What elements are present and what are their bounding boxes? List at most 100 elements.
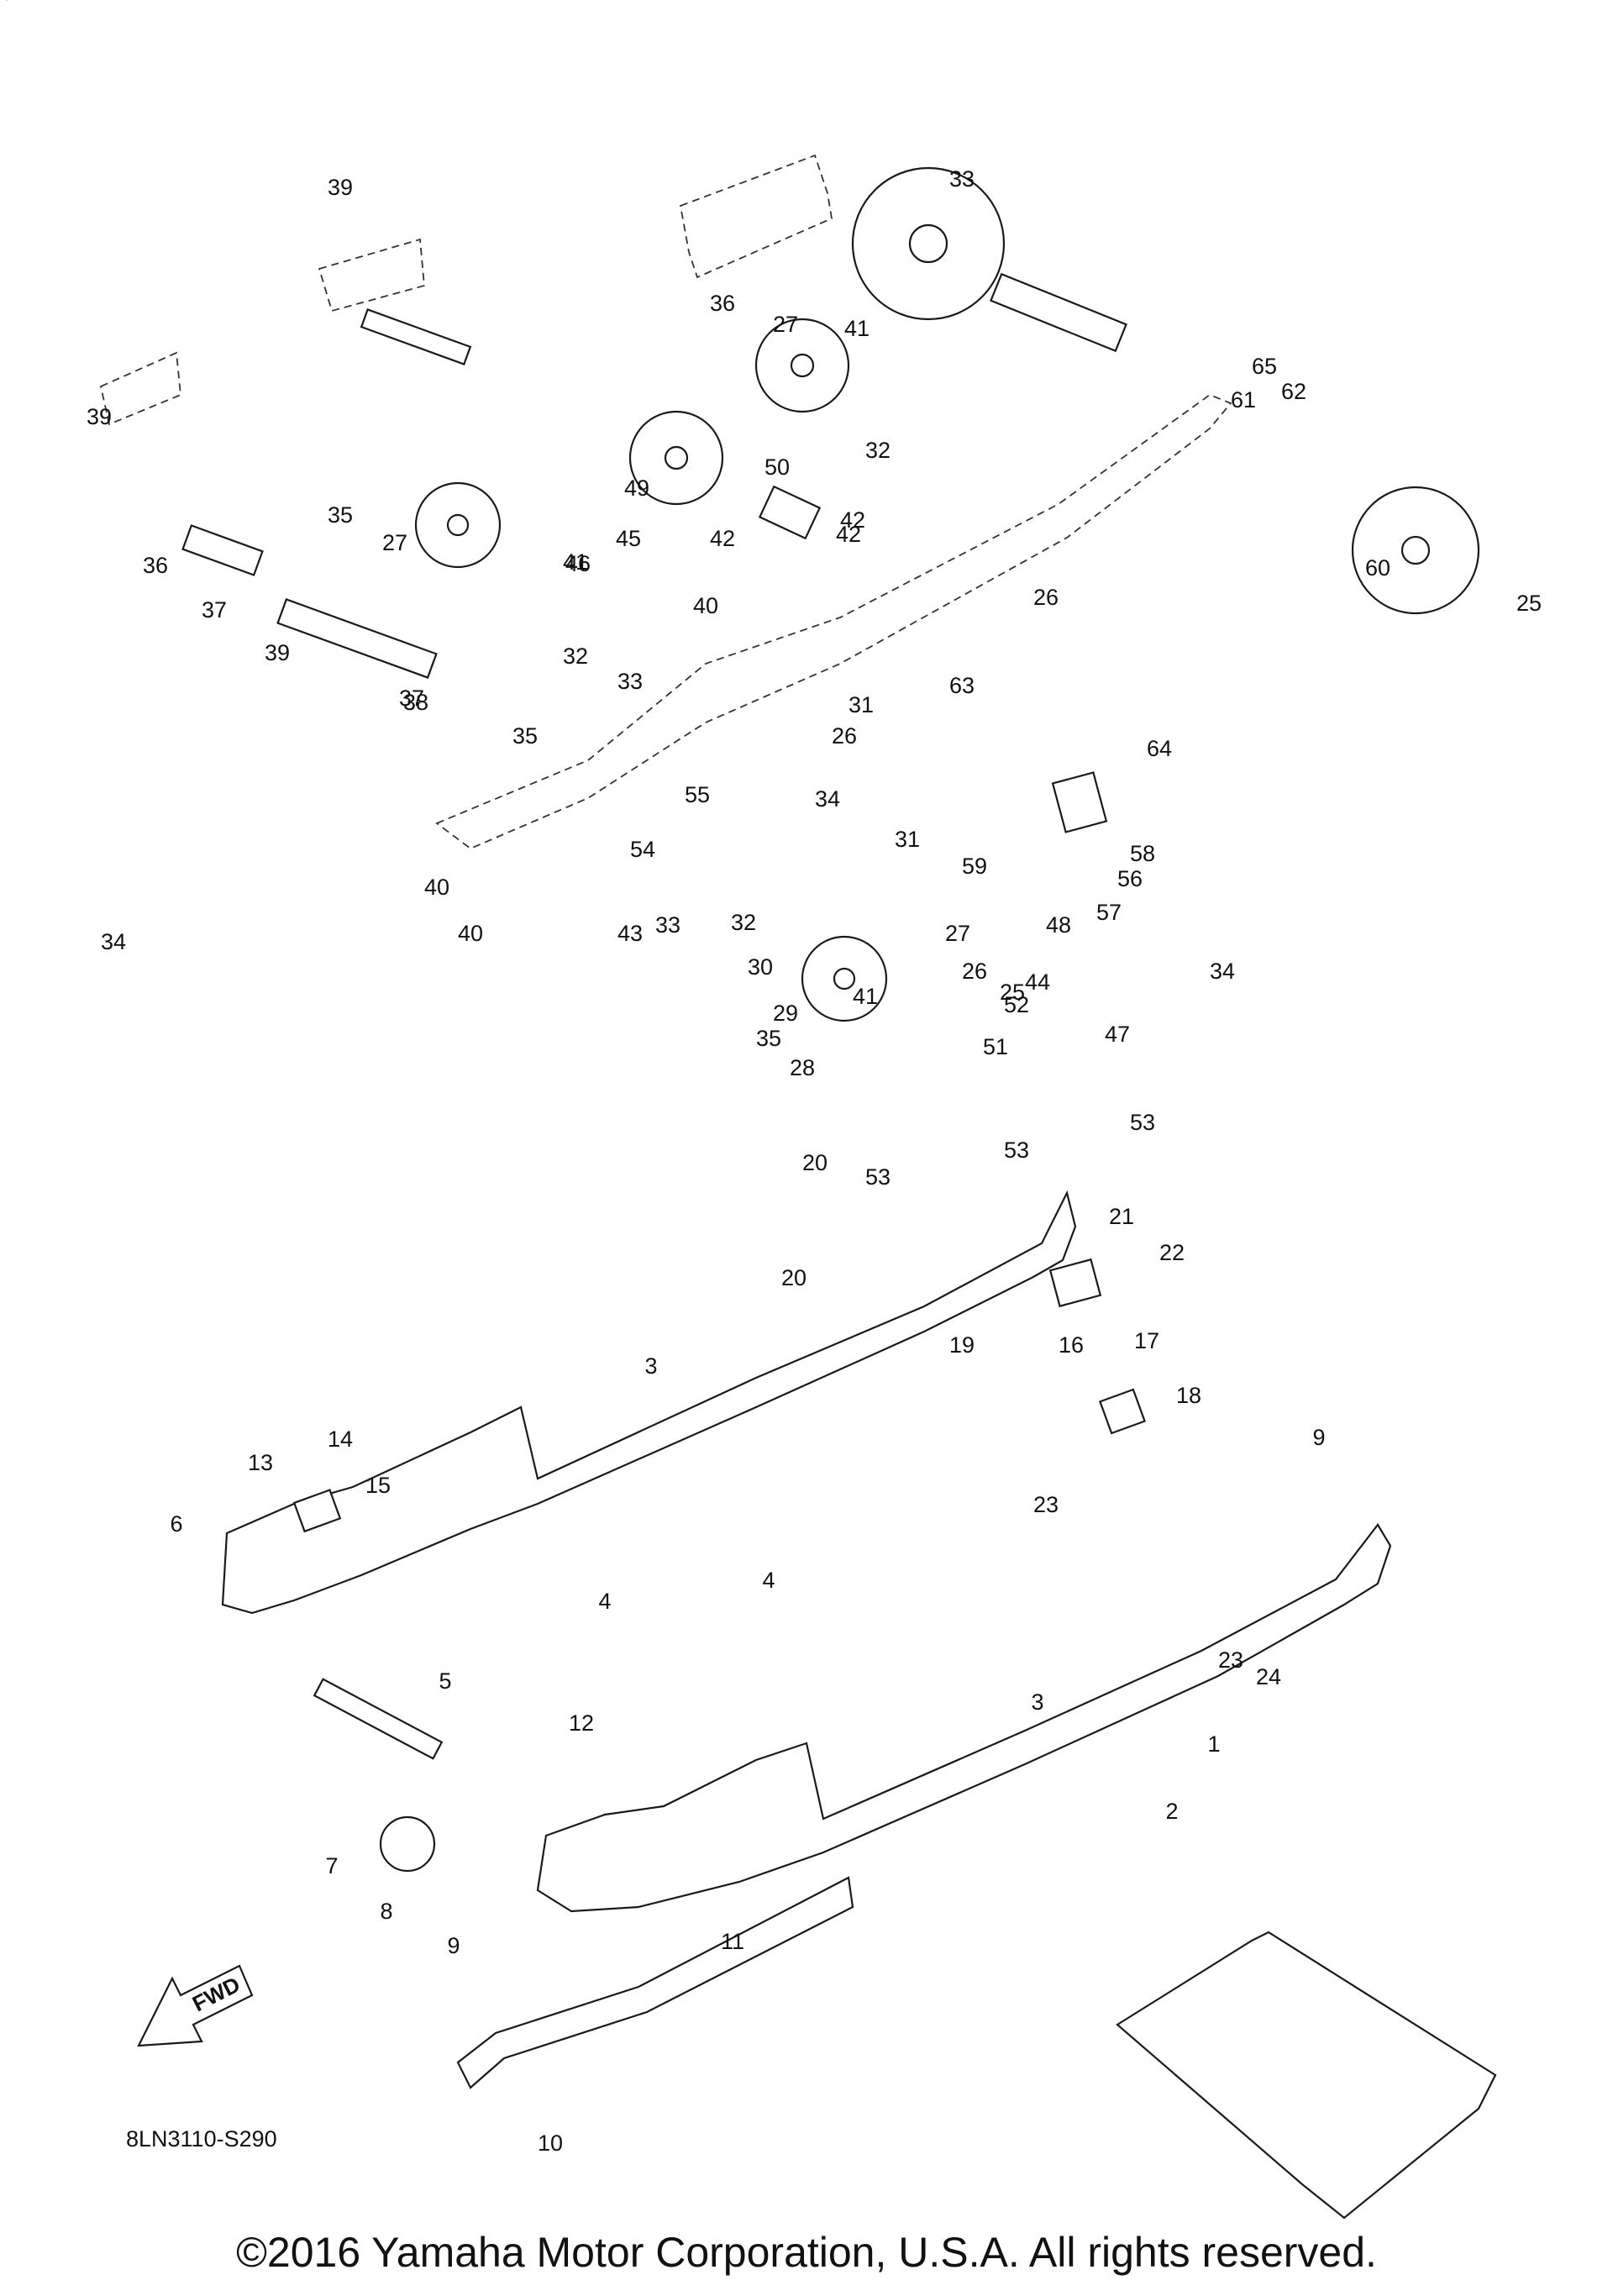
callout-15: 15 [365, 1473, 391, 1498]
callout-23: 23 [1218, 1647, 1243, 1673]
slide-rail-right [536, 1523, 1392, 1913]
callout-41: 41 [853, 984, 878, 1009]
callout-59: 59 [962, 854, 987, 879]
callout-61: 61 [1231, 387, 1256, 412]
callout-30: 30 [748, 954, 773, 980]
callout-17: 17 [1134, 1328, 1159, 1353]
callout-50: 50 [764, 454, 790, 480]
callout-8: 8 [380, 1899, 392, 1924]
callout-62: 62 [1281, 379, 1306, 404]
callout-20: 20 [802, 1150, 828, 1175]
callout-19: 19 [949, 1332, 975, 1358]
callout-39: 39 [328, 175, 353, 200]
callout-28: 28 [790, 1055, 815, 1080]
callout-36: 36 [710, 291, 735, 316]
callout-35: 35 [512, 723, 538, 749]
callout-40: 40 [693, 593, 718, 618]
idler-wheel-40-top-hub [790, 353, 815, 378]
callout-38: 38 [403, 690, 428, 715]
callout-7: 7 [325, 1853, 338, 1878]
callout-16: 16 [1059, 1332, 1084, 1358]
callout-20: 20 [781, 1265, 806, 1290]
bracket-50 [1051, 771, 1108, 833]
callout-40: 40 [424, 875, 449, 900]
callout-23: 23 [1033, 1492, 1059, 1517]
callout-26: 26 [962, 959, 987, 984]
upper-suspension-frame [435, 393, 1232, 850]
block-14 [292, 1489, 342, 1533]
callout-3: 3 [1031, 1689, 1043, 1715]
callout-65: 65 [1252, 354, 1277, 379]
callout-34: 34 [101, 929, 126, 954]
callout-32: 32 [731, 910, 756, 935]
callout-53: 53 [1130, 1110, 1155, 1135]
callout-37: 37 [202, 597, 227, 623]
shaft-43 [360, 308, 472, 365]
shaft-57 [990, 272, 1127, 353]
callout-54: 54 [630, 837, 655, 862]
callout-35: 35 [756, 1026, 781, 1051]
slide-rail-left [221, 1190, 1077, 1615]
callout-66: 66 [0, 0, 13, 5]
callout-6: 6 [170, 1511, 182, 1537]
callout-18: 18 [1176, 1383, 1201, 1408]
callout-21: 21 [1109, 1204, 1134, 1229]
fwd-arrow: FWD [137, 1964, 254, 2047]
callout-27: 27 [773, 312, 798, 337]
callout-55: 55 [685, 782, 710, 807]
callout-42: 42 [840, 507, 865, 533]
callout-42: 42 [836, 522, 861, 547]
rear-wheel-54 [851, 166, 1006, 321]
callout-44: 44 [1025, 969, 1050, 995]
track-1 [1116, 1931, 1497, 2220]
callout-58: 58 [1130, 841, 1155, 866]
callout-63: 63 [949, 673, 975, 698]
callout-31: 31 [849, 692, 874, 717]
callout-34: 34 [1210, 959, 1235, 984]
axle-5 [313, 1678, 444, 1760]
callout-25: 25 [1000, 980, 1025, 1005]
rear-arm-top [679, 154, 833, 279]
callout-43: 43 [617, 921, 643, 946]
callout-33: 33 [617, 669, 643, 694]
idler-wheel-40-mid [628, 410, 724, 506]
callout-42: 42 [710, 526, 735, 551]
callout-29: 29 [773, 1001, 798, 1026]
callout-27: 27 [945, 921, 970, 946]
callout-60: 60 [1365, 555, 1390, 581]
callout-36: 36 [143, 553, 168, 578]
callout-33: 33 [949, 166, 975, 192]
callout-3: 3 [644, 1353, 657, 1379]
wheel-28-hub [833, 967, 856, 990]
collar-48 [758, 485, 822, 540]
callout-51: 51 [983, 1034, 1008, 1059]
callout-4: 4 [762, 1568, 775, 1593]
callout-48: 48 [1046, 912, 1071, 938]
callout-53: 53 [865, 1164, 891, 1190]
callout-67: 67 [0, 0, 13, 5]
callout-26: 26 [1033, 585, 1059, 610]
slide-runner-11 [456, 1876, 854, 2089]
callout-25: 25 [1516, 591, 1542, 616]
rear-wheel-63-hub [1400, 535, 1431, 565]
callout-10: 10 [538, 2130, 563, 2156]
callout-2: 2 [1165, 1799, 1178, 1824]
callout-47: 47 [1105, 1022, 1130, 1047]
callout-64: 64 [1147, 736, 1172, 761]
callout-33: 33 [655, 912, 680, 938]
idler-wheel-40-mid-hub [664, 445, 689, 470]
callout-1: 1 [1207, 1731, 1220, 1757]
idler-wheel-40-left [414, 481, 502, 569]
callout-45: 45 [616, 526, 641, 551]
stopper-8 [379, 1815, 436, 1873]
callout-31: 31 [895, 827, 920, 852]
callout-12: 12 [569, 1710, 594, 1736]
callout-22: 22 [1159, 1240, 1185, 1265]
callout-39: 39 [265, 640, 290, 665]
upper-arm-top [318, 238, 425, 313]
callout-9: 9 [447, 1933, 460, 1958]
callout-27: 27 [382, 530, 407, 555]
callout-56: 56 [1117, 866, 1143, 891]
callout-4: 4 [598, 1589, 611, 1614]
